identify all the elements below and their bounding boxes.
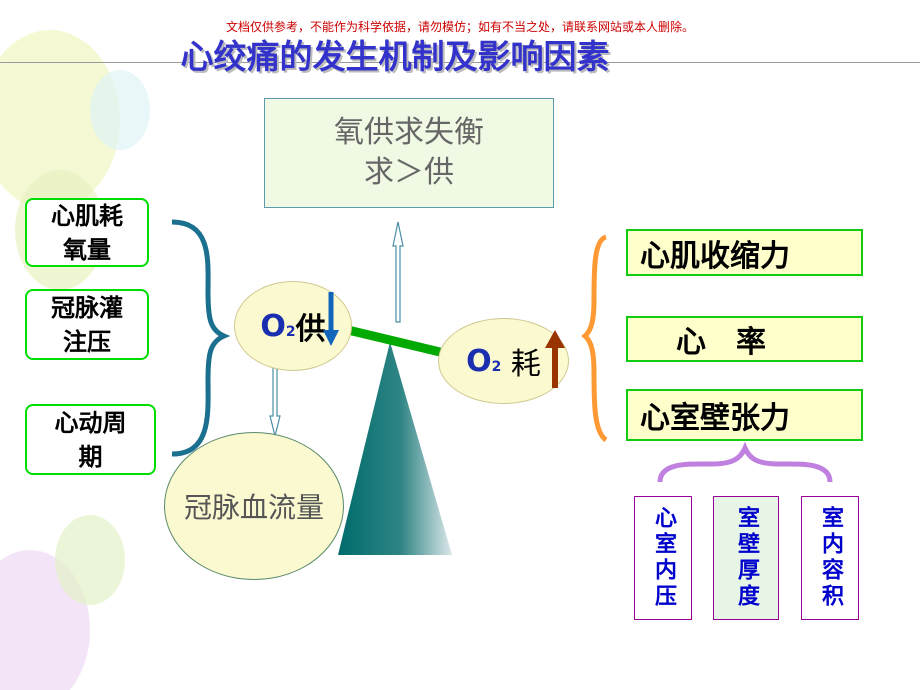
left-brace xyxy=(171,219,231,457)
factor-cardiac-cycle: 心动周期 xyxy=(25,404,156,475)
down-arrow-icon xyxy=(269,367,281,437)
page-title: 心绞痛的发生机制及影响因素 xyxy=(180,37,610,76)
o2-symbol: O2 xyxy=(260,308,296,344)
factor-label: 心肌收缩力 xyxy=(640,238,790,274)
factor-label: 心肌耗氧量 xyxy=(51,201,123,264)
o2-symbol: O2 xyxy=(466,343,502,379)
subfactor-label: 室内容积 xyxy=(818,506,843,610)
subfactor-chamber-volume: 室内容积 xyxy=(801,496,859,620)
bottom-brace xyxy=(657,441,833,483)
o2-consumption-ellipse: O2 耗 xyxy=(438,318,569,404)
factor-label: 心室壁张力 xyxy=(640,401,790,436)
factor-label: 心 率 xyxy=(676,325,766,360)
factor-myocardial-oxygen: 心肌耗氧量 xyxy=(25,198,149,267)
up-arrow-icon xyxy=(392,221,404,323)
watermark-text: 文档仅供参考，不能作为科学依据，请勿模仿；如有不当之处，请联系网站或本人删除。 xyxy=(225,20,694,34)
subfactor-label: 室壁厚度 xyxy=(734,506,759,610)
balance-lever xyxy=(346,325,442,357)
subfactor-wall-thickness: 室壁厚度 xyxy=(713,496,779,620)
subfactor-label: 心室内压 xyxy=(651,506,676,610)
right-brace xyxy=(581,234,608,443)
factor-heart-rate: 心 率 xyxy=(626,316,863,362)
coronary-flow-ellipse: 冠脉血流量 xyxy=(164,432,344,580)
o2-consumption-label: 耗 xyxy=(510,347,541,382)
factor-contractility: 心肌收缩力 xyxy=(626,229,863,276)
factor-coronary-pressure: 冠脉灌注压 xyxy=(25,289,149,360)
outcome-line-2: 求＞供 xyxy=(364,155,454,190)
factor-label: 冠脉灌注压 xyxy=(51,293,123,356)
factor-label: 心动周期 xyxy=(54,408,127,471)
outcome-line-1: 氧供求失衡 xyxy=(334,115,484,150)
factor-wall-tension: 心室壁张力 xyxy=(626,389,863,441)
coronary-flow-label: 冠脉血流量 xyxy=(183,491,324,524)
o2-supply-label: 供 xyxy=(295,312,326,347)
balance-outcome-box: 氧供求失衡 求＞供 xyxy=(264,98,554,208)
divider-line xyxy=(0,62,920,63)
subfactor-ventricular-pressure: 心室内压 xyxy=(634,496,692,620)
fulcrum-triangle xyxy=(338,342,452,555)
